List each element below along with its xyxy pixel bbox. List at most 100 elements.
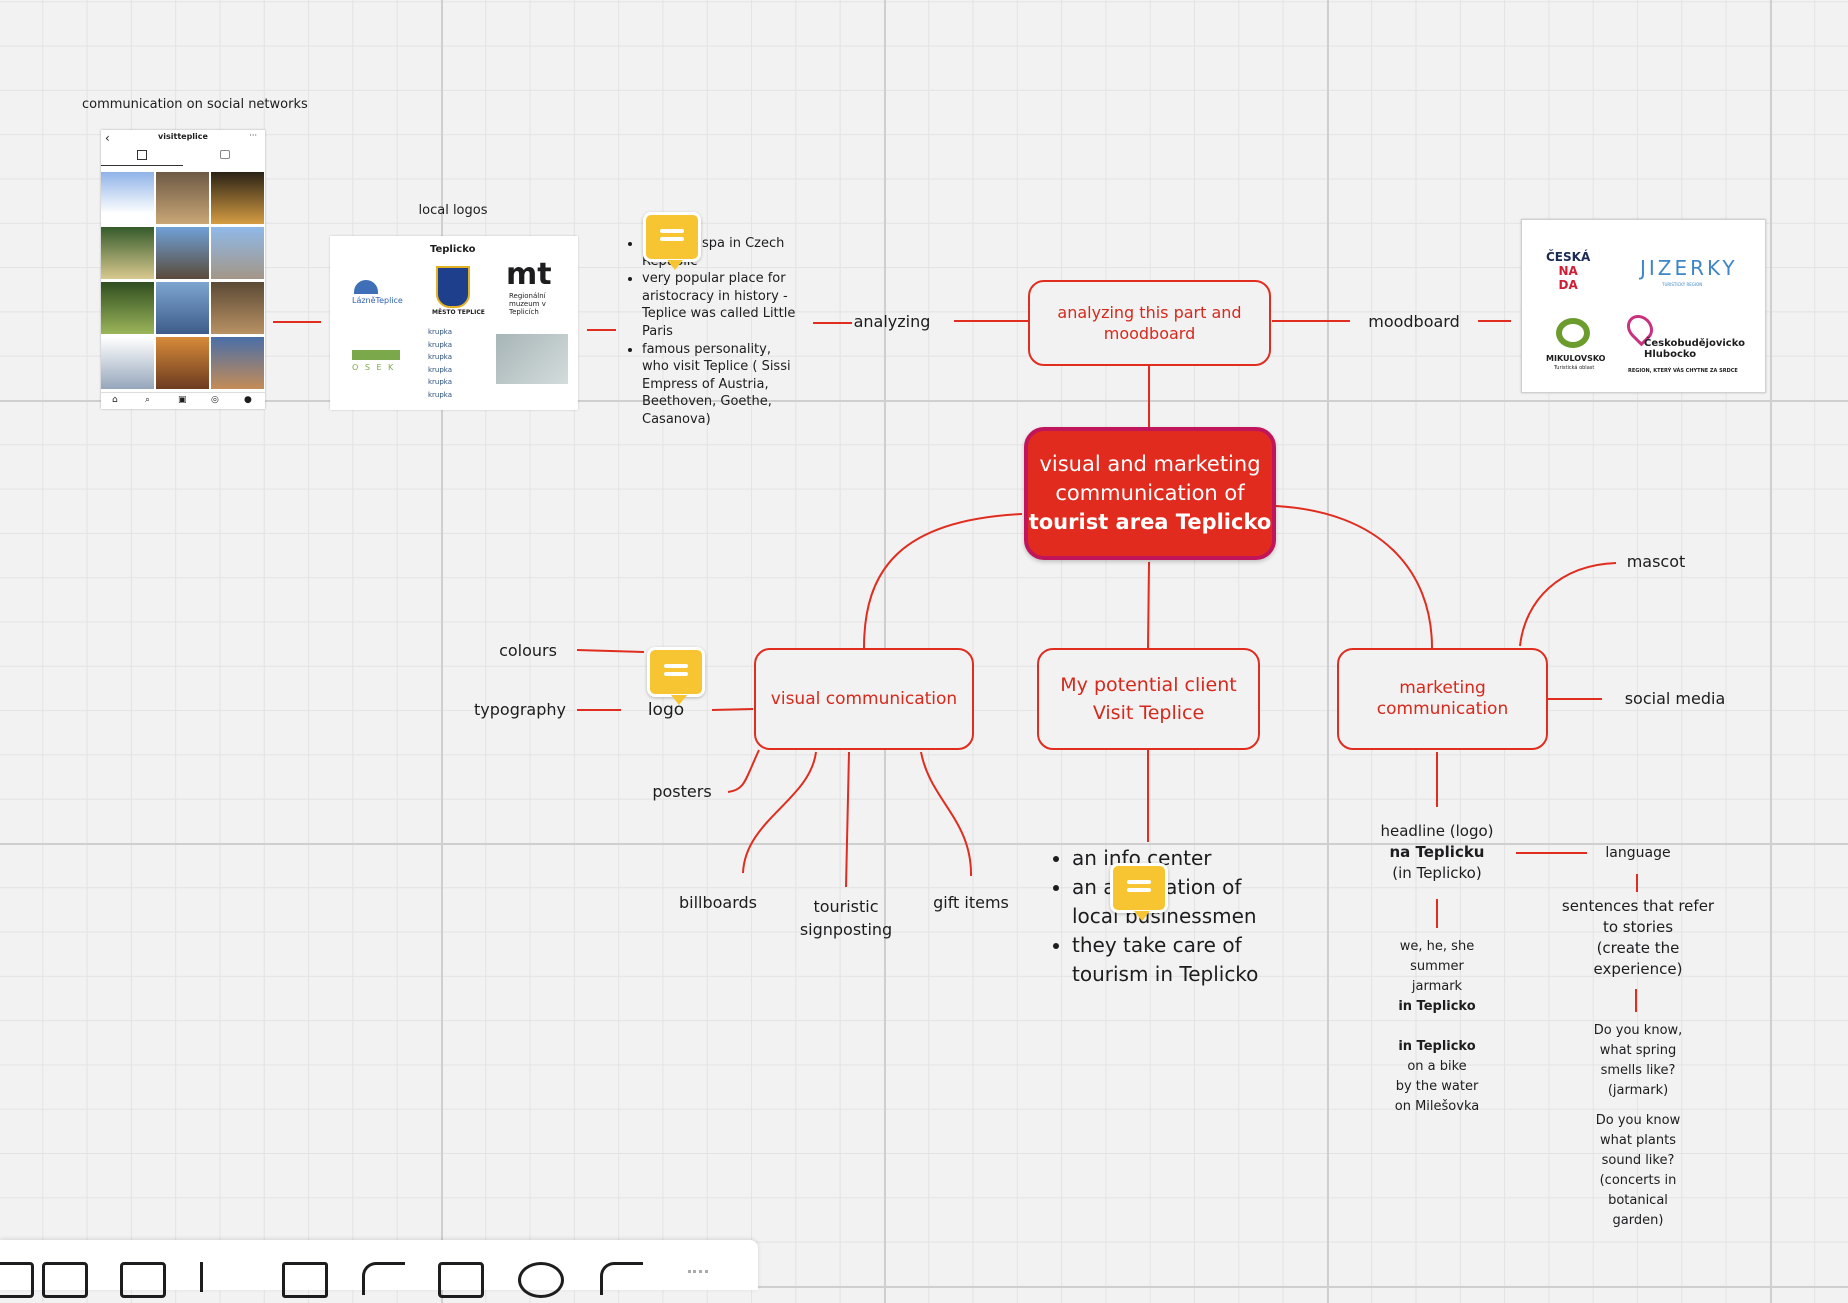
connector-signposting (845, 751, 850, 888)
connector-visual-logo (711, 708, 754, 711)
jizerky-subtitle: TURISTICKÝ REGION (1662, 282, 1703, 287)
we-he-she-block: we, he, she summer jarmark in Teplicko i… (1380, 937, 1494, 1117)
list-tool-icon[interactable] (200, 1262, 243, 1292)
headline-line: na Teplicku (1389, 843, 1485, 861)
mt-logo: mt (506, 257, 552, 292)
note-item: very popular place for aristocracy in hi… (642, 270, 800, 340)
node-gift-items[interactable]: gift items (933, 893, 1009, 912)
node-potential-client[interactable]: My potential client Visit Teplice (1037, 648, 1260, 750)
krupka-logo-text: krupka (428, 390, 453, 399)
client-bullet: an association of local businessmen (1072, 873, 1264, 931)
sentences-line: sentences that refer (1561, 897, 1715, 915)
osek-logo (352, 350, 400, 360)
profile-username: visitteplice (158, 132, 208, 141)
more-tools-icon[interactable] (688, 1270, 708, 1303)
connector-gift-items (920, 751, 973, 877)
connector-posters (727, 749, 760, 793)
node-language[interactable]: language (1605, 845, 1671, 861)
node-logo[interactable]: logo (647, 700, 685, 720)
comment-icon[interactable] (647, 647, 705, 705)
lazne-teplice-logo (354, 280, 378, 294)
question-line: what spring (1599, 1043, 1677, 1058)
we-line: we, he, she (1399, 939, 1475, 954)
text-tool-icon[interactable] (42, 1262, 88, 1298)
shop-icon: ◎ (211, 395, 219, 405)
client-line: Visit Teplice (1092, 702, 1205, 724)
connector-colours (576, 649, 645, 653)
node-typography[interactable]: typography (474, 700, 566, 719)
note-item: famous personality, who visit Teplice ( … (642, 341, 800, 429)
photo-tile (101, 172, 154, 224)
we-line: by the water (1395, 1079, 1479, 1094)
like-tool-icon[interactable] (362, 1262, 405, 1295)
node-social-media[interactable]: social media (1624, 689, 1726, 708)
photo-tile (211, 282, 264, 334)
connector-central-marketing (1275, 505, 1433, 649)
mesto-teplice-text: MĚSTO TEPLICE (432, 309, 485, 316)
question-line: garden) (1612, 1213, 1664, 1228)
home-icon: ⌂ (112, 395, 118, 405)
teplicko-logo-text: Teplicko (430, 244, 476, 255)
photo-tile (156, 227, 209, 279)
node-moodboard[interactable]: moodboard (1368, 312, 1460, 331)
phone-bottom-nav: ⌂ ⌕ ▣ ◎ ● (101, 392, 265, 410)
reels-icon: ▣ (178, 395, 187, 405)
node-analyzing-moodboard[interactable]: analyzing this part and moodboard (1028, 280, 1271, 366)
analysis-notes: spa in Czech Republic very popular place… (628, 235, 800, 429)
mesto-teplice-crest (436, 266, 470, 308)
signposting-line: signposting (799, 920, 893, 939)
botanical-garden-logo (496, 334, 568, 384)
sentences-line: (create the (1596, 939, 1680, 957)
tagged-tab-icon (183, 145, 265, 165)
photo-tile (101, 337, 154, 389)
frame-tool-icon[interactable] (120, 1262, 166, 1298)
photo-tile (211, 337, 264, 389)
back-icon: ‹ (105, 131, 110, 145)
cb-logo-text: Českobudějovicko Hlubocko (1644, 338, 1745, 360)
ceska-kanada-logo: ČESKÁ NA DA (1546, 250, 1590, 292)
connector-central-visual (863, 513, 1023, 649)
headline-line: headline (logo) (1380, 822, 1494, 840)
vote-tool-icon[interactable] (600, 1262, 643, 1295)
sticky-note-tool-icon[interactable] (0, 1262, 34, 1298)
caption-social-networks: communication on social networks (82, 97, 308, 112)
photo-tile (156, 282, 209, 334)
mikulovsko-text: MIKULOVSKO (1546, 354, 1606, 363)
node-posters[interactable]: posters (652, 782, 712, 801)
question-line: what plants (1599, 1133, 1676, 1148)
node-signposting[interactable]: touristic signposting (790, 895, 902, 941)
comment-icon[interactable] (1110, 863, 1168, 921)
node-analyzing-moodboard-label: analyzing this part and moodboard (1057, 303, 1242, 343)
avatar-icon: ● (244, 395, 252, 405)
node-headline-logo[interactable]: headline (logo) na Teplicku (in Teplicko… (1372, 821, 1502, 884)
comment-icon[interactable] (643, 212, 701, 270)
node-colours[interactable]: colours (499, 641, 557, 660)
question-line: Do you know (1595, 1113, 1681, 1128)
question-spring: Do you know, what spring smells like? (j… (1578, 1021, 1698, 1101)
we-line (1380, 1017, 1494, 1037)
marketing-line: marketing (1399, 678, 1486, 698)
mikulovsko-logo-mark (1556, 318, 1590, 348)
lazne-teplice-text: LázněTeplice (352, 296, 403, 305)
node-central[interactable]: visual and marketing communication of to… (1024, 427, 1276, 560)
connector-mascot (1519, 562, 1617, 647)
timer-tool-icon[interactable] (518, 1262, 564, 1298)
client-bullet: an info center (1072, 844, 1264, 873)
node-mascot[interactable]: mascot (1626, 552, 1686, 571)
question-line: (concerts in (1599, 1173, 1677, 1188)
video-tool-icon[interactable] (438, 1262, 484, 1298)
krupka-logo-text: krupka (428, 365, 453, 374)
node-billboards[interactable]: billboards (678, 893, 758, 912)
question-line: Do you know, (1593, 1023, 1683, 1038)
ceska-text: DA (1558, 278, 1578, 292)
connector-central-client (1147, 561, 1150, 649)
export-tool-icon[interactable] (282, 1262, 328, 1298)
node-visual-communication[interactable]: visual communication (754, 648, 974, 750)
headline-line: (in Teplicko) (1392, 864, 1482, 882)
we-line: in Teplicko (1398, 1039, 1476, 1054)
node-analyzing[interactable]: analyzing (853, 312, 931, 331)
sentences-line: to stories (1602, 918, 1674, 936)
krupka-logos: krupka krupka krupka krupka krupka krupk… (428, 326, 452, 401)
node-marketing-communication[interactable]: marketing communication (1337, 648, 1548, 750)
